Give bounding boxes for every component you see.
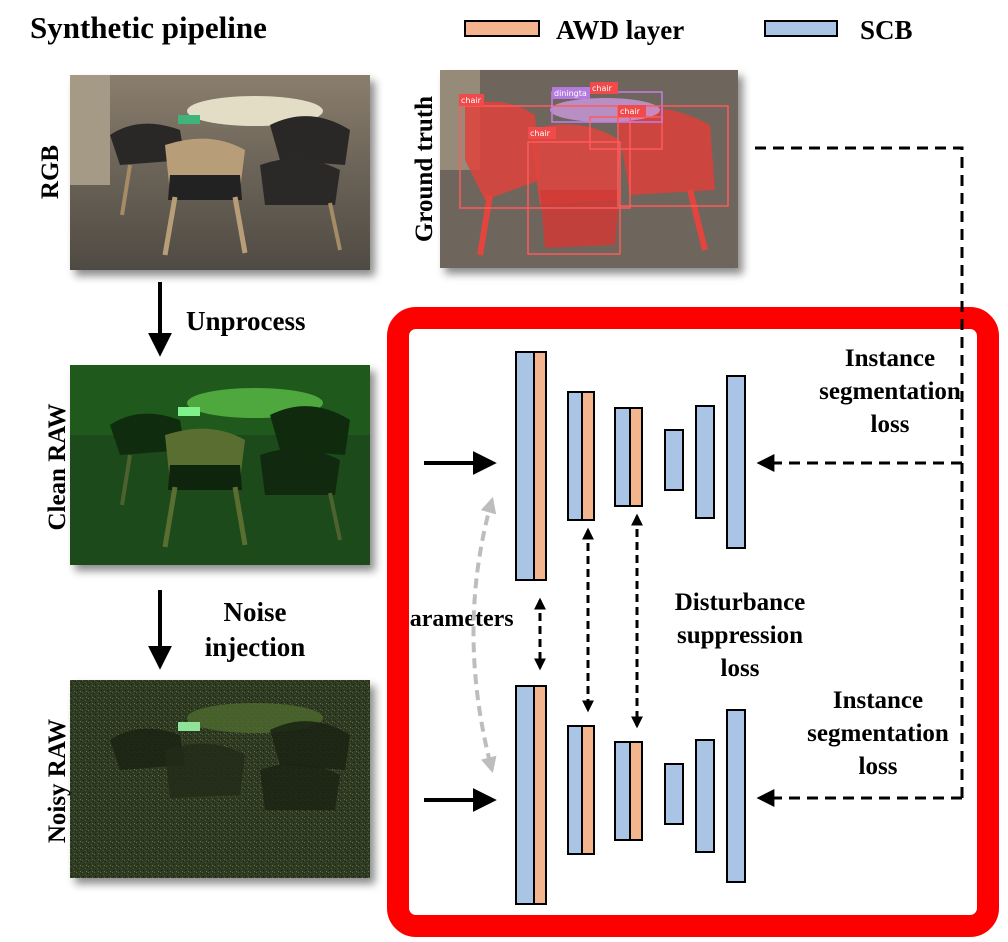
legend-swatch-scb <box>764 20 838 37</box>
scb-block <box>567 391 583 521</box>
scb-block <box>515 351 535 581</box>
middle-loss-line2: suppression <box>677 622 803 649</box>
ground-truth-image: chair diningta chair chair chair <box>440 70 738 268</box>
legend-swatch-awd <box>464 20 540 37</box>
scb-block <box>664 763 684 825</box>
shared-parameters-arrow <box>471 496 497 774</box>
gt-box-label: chair <box>620 107 641 116</box>
awd-block <box>533 351 547 581</box>
awd-block <box>533 685 547 905</box>
scb-block <box>695 739 715 853</box>
noise-label-line2: injection <box>204 632 306 662</box>
awd-block <box>629 407 643 507</box>
scb-block <box>614 741 631 841</box>
bottom-loss-line3: loss <box>858 753 898 780</box>
scb-block <box>726 375 746 549</box>
awd-block <box>581 725 595 855</box>
clean-raw-image <box>70 365 370 565</box>
gt-supervision-line <box>755 146 964 798</box>
top-loss-line1: Instance <box>844 345 936 372</box>
pipeline-title: Synthetic pipeline <box>30 10 267 45</box>
top-loss-line3: loss <box>870 411 910 438</box>
scb-block <box>726 709 746 883</box>
awd-block <box>629 741 643 841</box>
noisy-raw-image <box>70 680 370 878</box>
bottom-loss-line1: Instance <box>832 687 924 714</box>
top-branch <box>515 351 746 581</box>
gt-box-label: diningta <box>554 89 587 98</box>
legend-label-scb: SCB <box>860 15 913 45</box>
scb-block <box>664 429 684 491</box>
scb-block <box>695 405 715 519</box>
noise-label-line1: Noise <box>223 597 287 627</box>
rgb-image <box>70 75 370 270</box>
network-frame <box>387 307 999 937</box>
top-loss-line2: segmentation <box>819 378 961 405</box>
middle-loss-line3: loss <box>720 655 760 682</box>
gt-box-label: chair <box>592 84 613 93</box>
awd-block <box>581 391 595 521</box>
scb-block <box>614 407 631 507</box>
unprocess-label: Unprocess <box>186 306 306 336</box>
bottom-branch <box>515 685 746 905</box>
bottom-loss-line2: segmentation <box>807 720 949 747</box>
legend-label-awd: AWD layer <box>556 15 685 45</box>
gt-box-label: chair <box>461 96 482 105</box>
scb-block <box>515 685 535 905</box>
middle-loss-line1: Disturbance <box>674 589 806 616</box>
gt-box-label: chair <box>530 129 551 138</box>
scb-block <box>567 725 583 855</box>
